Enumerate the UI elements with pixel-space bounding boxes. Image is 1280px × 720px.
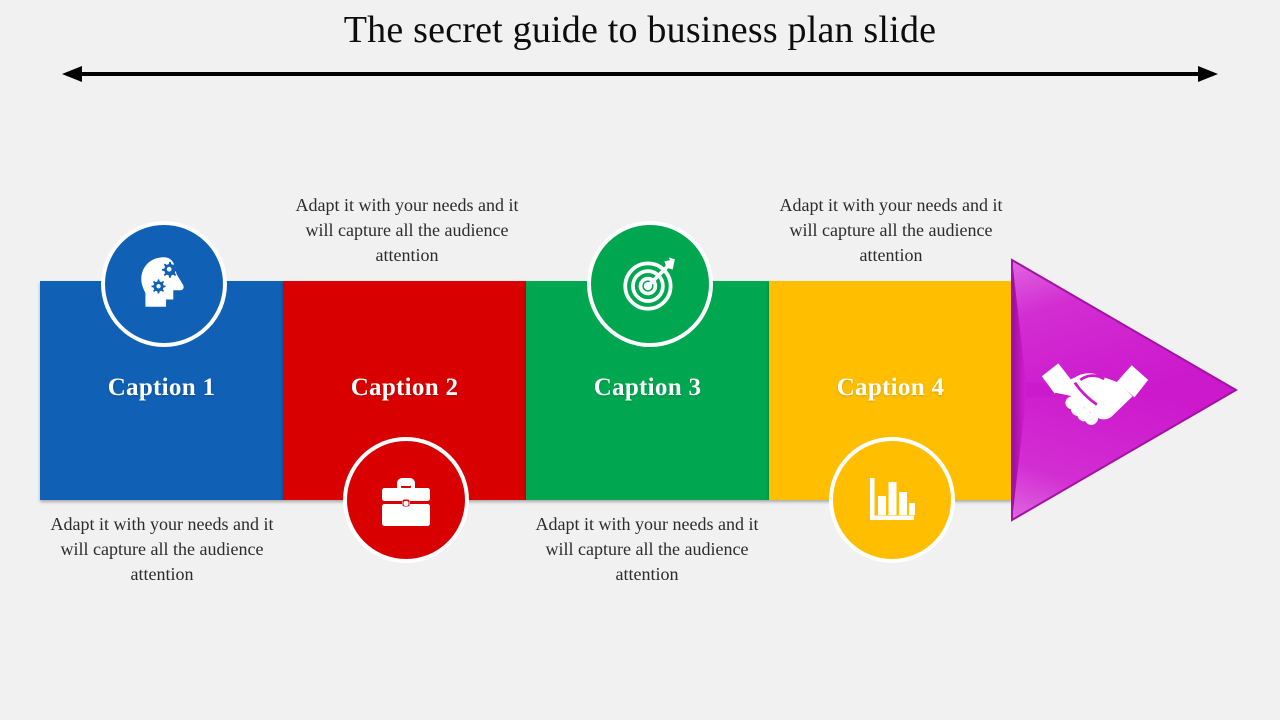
head-with-gears-icon (141, 257, 184, 307)
left-arrowhead-icon (62, 66, 82, 82)
step-icon-circle-1[interactable] (101, 221, 227, 347)
step-caption-2: Caption 2 (350, 374, 459, 401)
target-with-dart-icon (623, 257, 675, 311)
step-description-1: Adapt it with your needs and it will cap… (50, 514, 274, 584)
handshake-icon (1041, 363, 1149, 426)
briefcase-icon (382, 478, 430, 526)
step-icon-circle-3[interactable] (587, 221, 713, 347)
handshake-icon-wrap (1040, 352, 1150, 428)
step-caption-4: Caption 4 (836, 374, 945, 401)
step-icon-circle-4[interactable] (829, 437, 955, 563)
step-caption-1: Caption 1 (107, 374, 216, 401)
bar-chart-icon (870, 478, 915, 520)
step-icon-circle-2[interactable] (343, 437, 469, 563)
step-description-4: Adapt it with your needs and it will cap… (779, 195, 1003, 265)
step-caption-3: Caption 3 (593, 374, 702, 401)
arrow-head-outline (1011, 258, 1238, 522)
step-description-3: Adapt it with your needs and it will cap… (535, 514, 759, 584)
arrow-head-bevel-left (1012, 260, 1026, 520)
page-title: The secret guide to business plan slide (343, 9, 937, 51)
step-description-2: Adapt it with your needs and it will cap… (295, 195, 519, 265)
right-arrowhead-icon (1198, 66, 1218, 82)
double-headed-arrow-rule (62, 66, 1218, 82)
